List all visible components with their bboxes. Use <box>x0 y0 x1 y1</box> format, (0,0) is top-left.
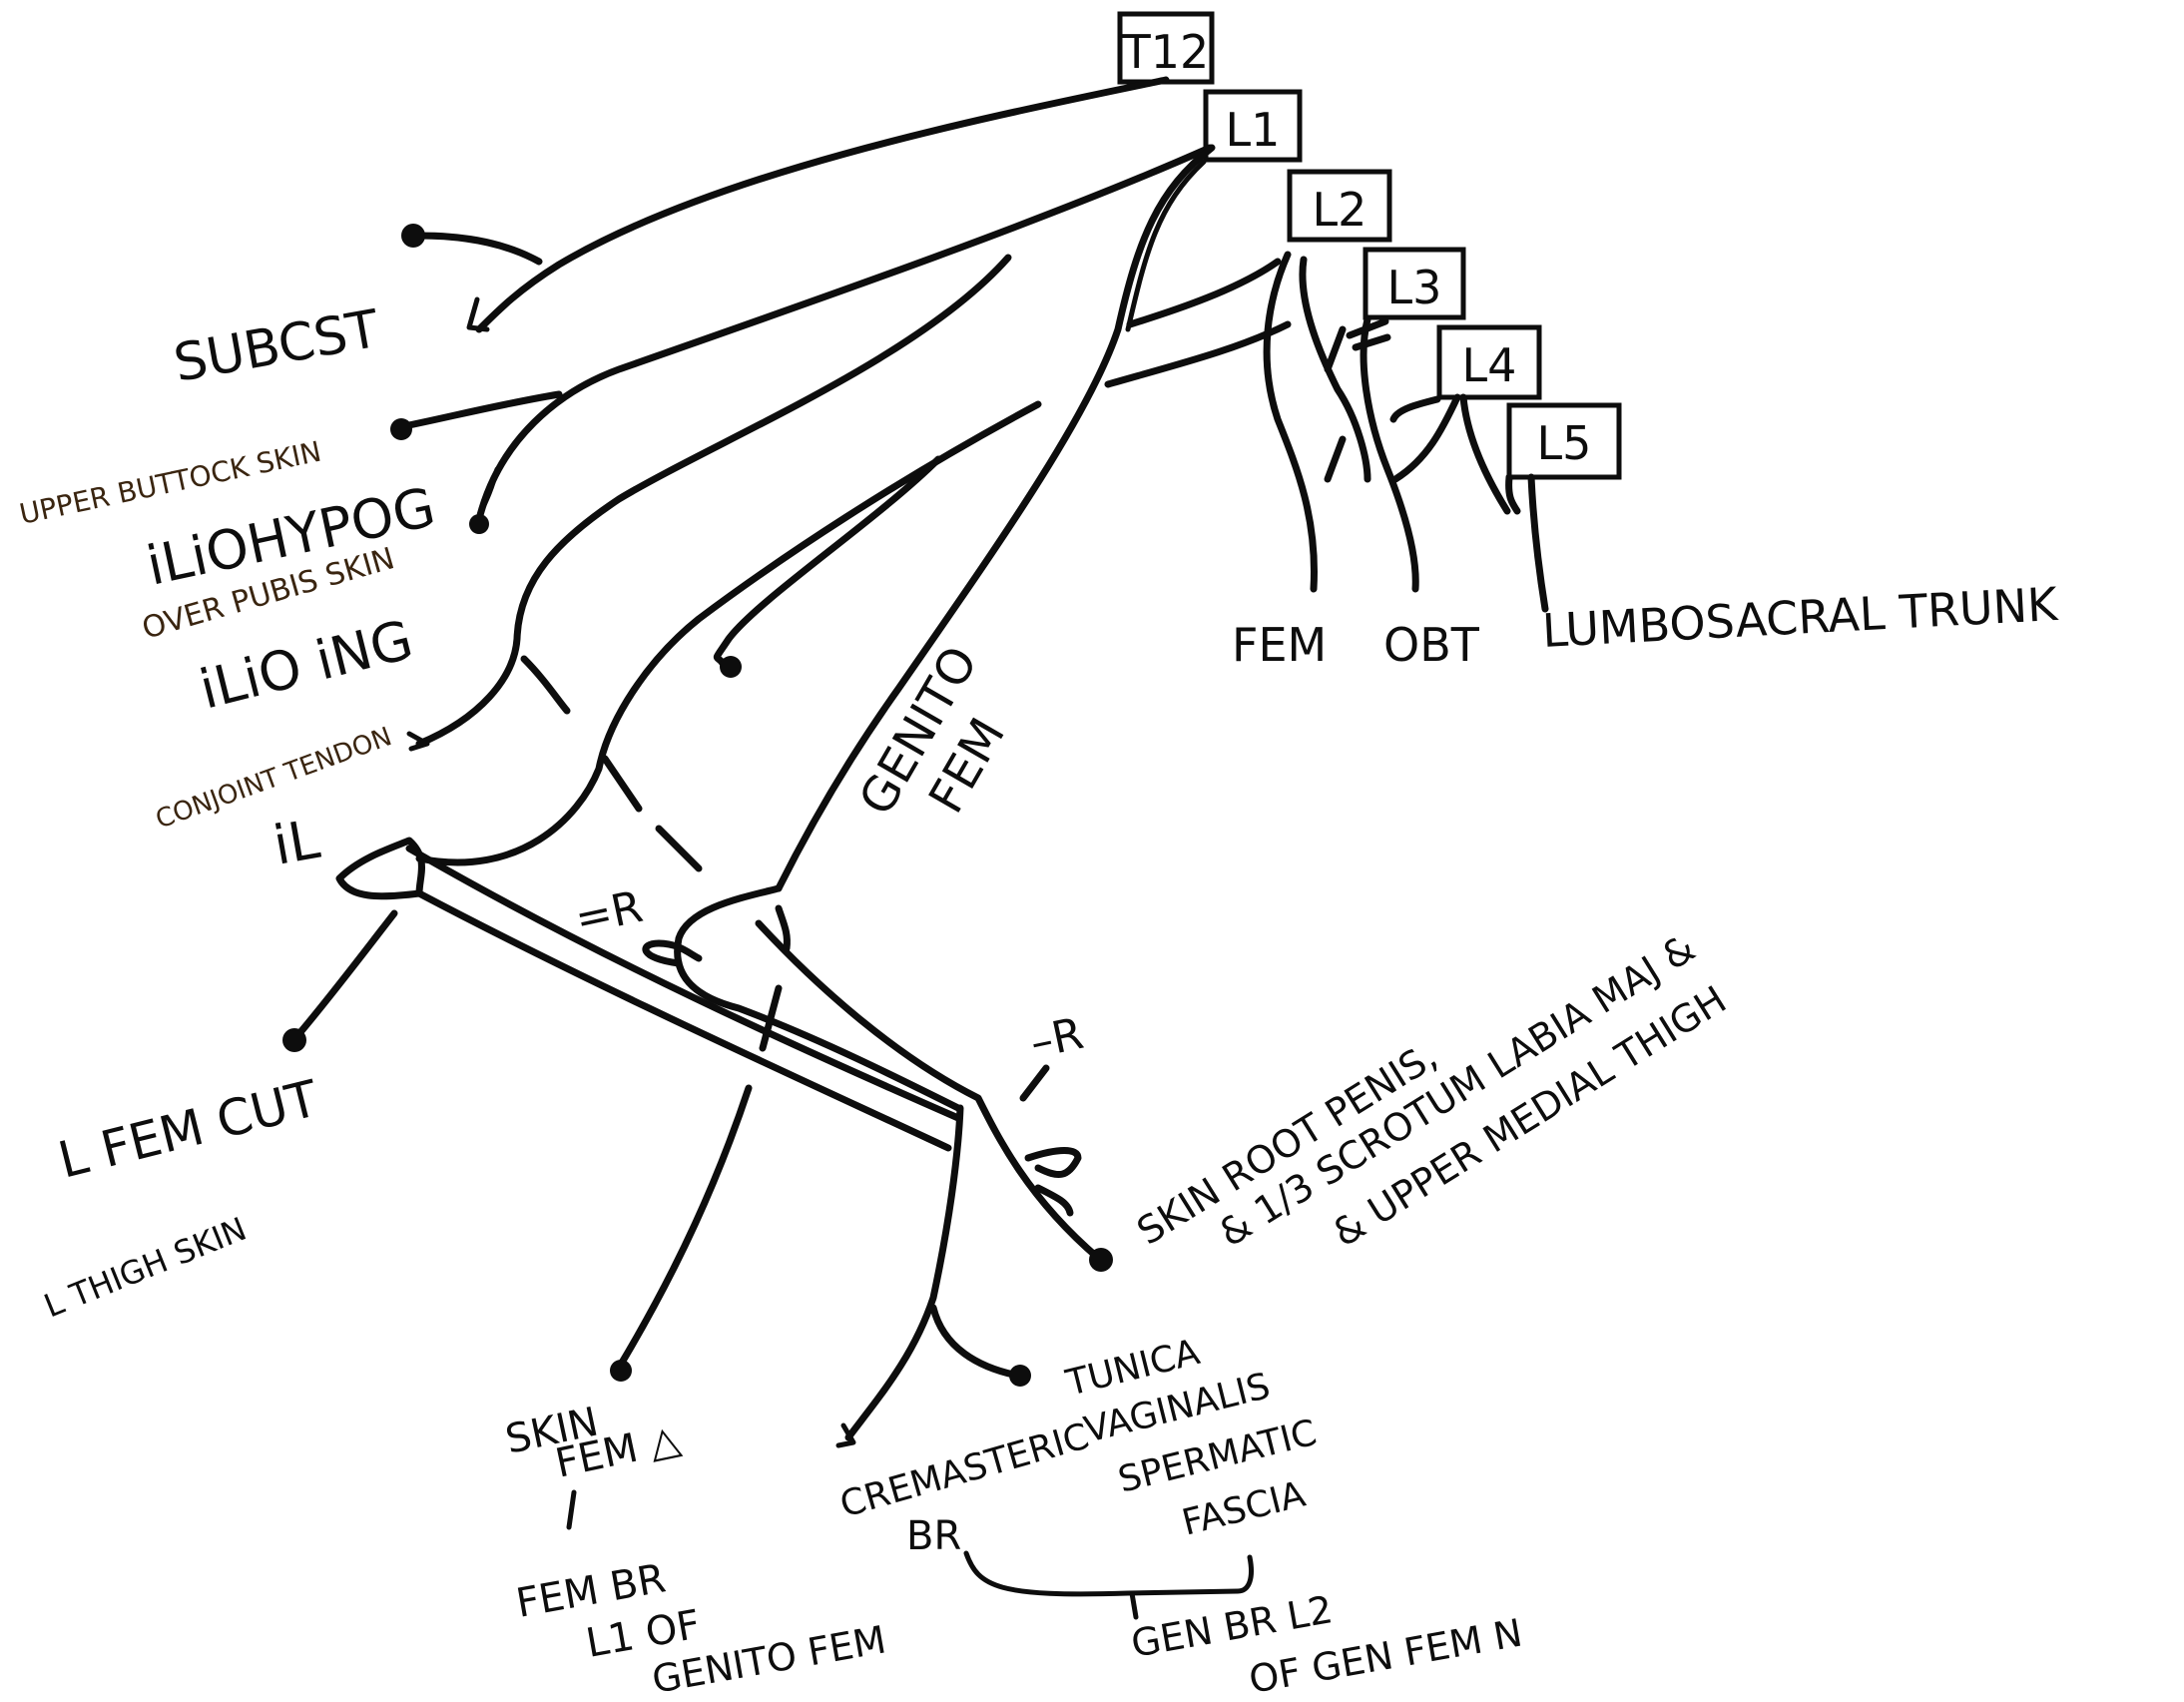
inguinal-ligament <box>335 837 962 1152</box>
vertebra-l3: L3 <box>1363 247 1466 320</box>
vertebra-l3-label: L3 <box>1387 261 1442 314</box>
label-tunica-4: FASCIA <box>1178 1474 1310 1544</box>
label-obturator: OBT <box>1383 618 1480 672</box>
label-ilioinguinal: iLiO iNG <box>194 608 419 722</box>
femoral-nerve <box>1263 251 1371 593</box>
label-ir-upper: =R <box>571 881 648 945</box>
vertebra-l2: L2 <box>1287 169 1392 243</box>
label-cremasteric-2: BR <box>906 1513 961 1559</box>
vertebra-l5: L5 <box>1506 402 1622 480</box>
vertebra-l1-label: L1 <box>1226 103 1281 157</box>
genitofemoral-deep-ring <box>610 884 1113 1382</box>
vertebra-l4: L4 <box>1436 324 1542 400</box>
vertebra-l1: L1 <box>1203 89 1303 163</box>
label-subcostal: SUBCST <box>170 299 383 394</box>
vertebra-t12: T12 <box>1117 11 1215 85</box>
lateral-femoral-cutaneous-nerve <box>415 400 1042 866</box>
genitofemoral-nerve <box>775 144 1292 892</box>
label-skin-root-2: & 1/3 SCROTUM LABIA MAJ & <box>1211 925 1702 1255</box>
gen-br-bracket <box>963 1550 1254 1597</box>
ilioinguinal-nerve <box>406 254 1012 872</box>
vertebra-l5-label: L5 <box>1537 416 1592 470</box>
label-lat-fem-cut: L FEM CUT <box>53 1069 324 1190</box>
lumbosacral-trunk <box>1459 393 1549 613</box>
genital-branch <box>835 1064 1082 1448</box>
iliohypogastric-nerve <box>390 144 1214 534</box>
label-lat-thigh-skin: L THIGH SKIN <box>39 1210 252 1326</box>
vertebra-t12-label: T12 <box>1122 25 1210 79</box>
label-cremasteric-1: CREMASTERIC <box>835 1416 1093 1525</box>
label-femoral: FEM <box>1232 618 1327 672</box>
lateral-femoral-cutaneous-lower <box>282 909 398 1052</box>
label-il: iL <box>269 808 323 877</box>
gen-br-bracket-tick <box>1129 1590 1139 1620</box>
label-lumbosacral-trunk: LUMBOSACRAL TRUNK <box>1541 577 2061 658</box>
obturator-nerve <box>1346 315 1461 593</box>
vertebra-l4-label: L4 <box>1462 338 1517 392</box>
skin-fem-tick <box>566 1489 577 1530</box>
subcostal-nerve <box>401 76 1170 333</box>
label-ir-lower: –R <box>1026 1008 1088 1069</box>
vertebra-l2-label: L2 <box>1313 183 1367 237</box>
